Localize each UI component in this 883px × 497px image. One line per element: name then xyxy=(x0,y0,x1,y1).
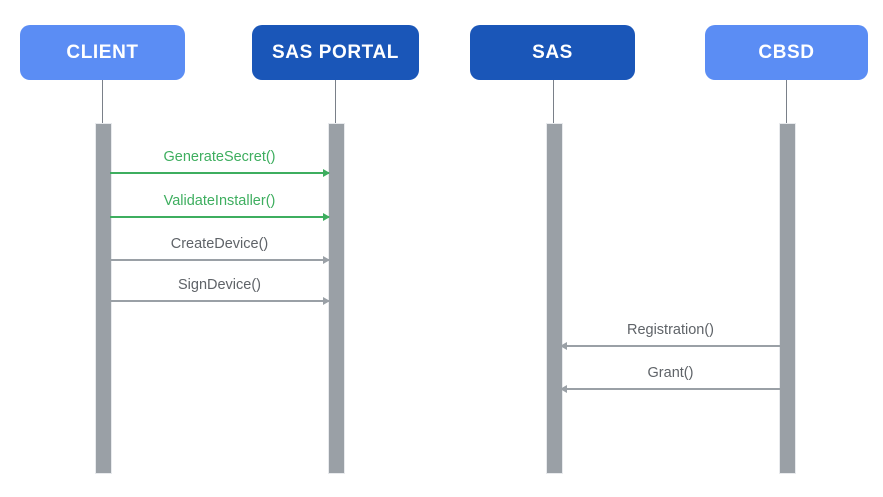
activation-bar-sas xyxy=(546,123,563,474)
message-label-validate-installer: ValidateInstaller() xyxy=(163,193,276,209)
activation-bar-sas-portal xyxy=(328,123,345,474)
message-label-sign-device: SignDevice() xyxy=(178,277,261,293)
message-line-validate-installer xyxy=(110,216,329,218)
participant-box-client[interactable]: CLIENT xyxy=(20,25,185,80)
participant-label-client: CLIENT xyxy=(66,41,139,63)
arrowhead-right-icon xyxy=(323,296,330,305)
arrowhead-right-icon xyxy=(323,168,330,177)
arrowhead-left-icon xyxy=(560,341,567,350)
participant-box-sas[interactable]: SAS xyxy=(470,25,635,80)
participant-box-cbsd[interactable]: CBSD xyxy=(705,25,868,80)
activation-bar-client xyxy=(95,123,112,474)
message-line-registration xyxy=(561,345,780,347)
activation-bar-cbsd xyxy=(779,123,796,474)
message-line-generate-secret xyxy=(110,172,329,174)
participant-label-sas-portal: SAS PORTAL xyxy=(271,41,400,63)
participant-label-cbsd: CBSD xyxy=(758,41,815,63)
participant-label-sas: SAS xyxy=(532,41,573,63)
lifeline-client xyxy=(102,80,103,123)
message-label-grant: Grant() xyxy=(647,365,694,381)
participant-box-sas-portal[interactable]: SAS PORTAL xyxy=(252,25,419,80)
lifeline-cbsd xyxy=(786,80,787,123)
lifeline-sas-portal xyxy=(335,80,336,123)
arrowhead-right-icon xyxy=(323,255,330,264)
message-line-grant xyxy=(561,388,780,390)
message-label-create-device: CreateDevice() xyxy=(170,236,269,252)
message-line-create-device xyxy=(110,259,329,261)
lifeline-sas xyxy=(553,80,554,123)
message-line-sign-device xyxy=(110,300,329,302)
arrowhead-right-icon xyxy=(323,212,330,221)
message-label-registration: Registration() xyxy=(626,322,715,338)
message-label-generate-secret: GenerateSecret() xyxy=(163,149,276,165)
arrowhead-left-icon xyxy=(560,384,567,393)
